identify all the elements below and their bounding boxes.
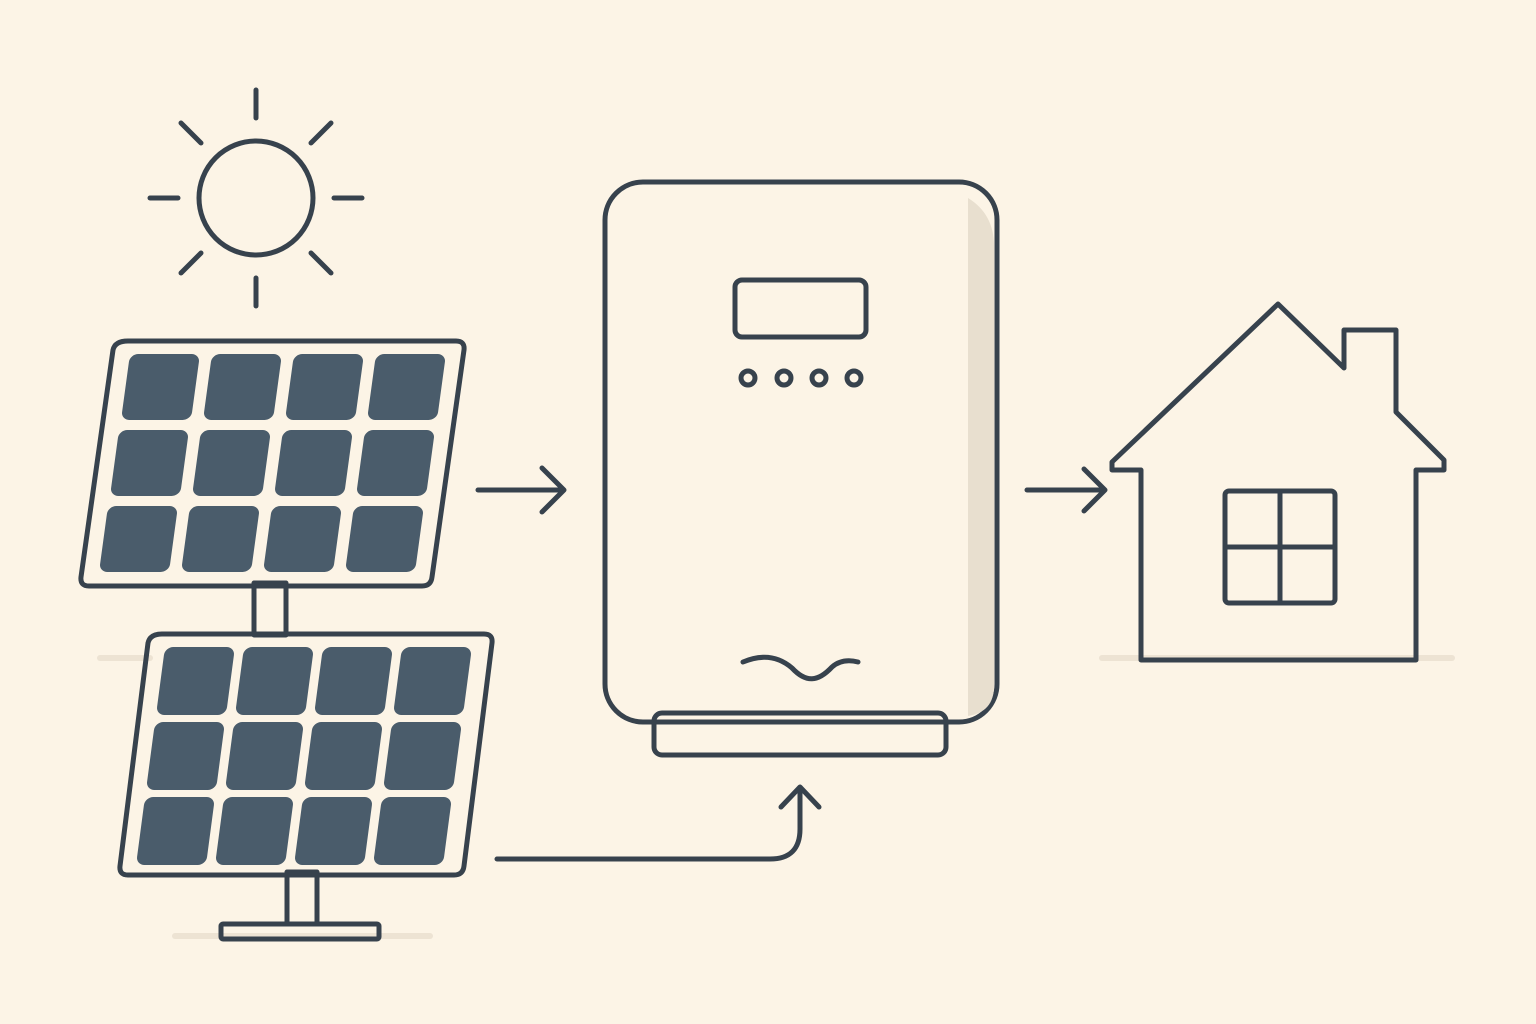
arrow-panel-to-inverter bbox=[475, 465, 567, 515]
inverter-indicator-lights bbox=[738, 368, 864, 388]
sun-rays bbox=[147, 87, 365, 309]
panel-frame-bottom bbox=[117, 631, 495, 878]
inverter-base bbox=[651, 710, 949, 758]
panel-frame-top bbox=[78, 338, 467, 589]
sine-wave-icon bbox=[740, 654, 861, 682]
arrow-inverter-to-house bbox=[1024, 466, 1108, 514]
house-icon bbox=[1109, 301, 1447, 663]
inverter-display bbox=[732, 277, 869, 340]
arrow-bottom-panel-to-inverter bbox=[494, 784, 822, 862]
panel-base-bottom bbox=[218, 921, 382, 942]
inverter-icon bbox=[602, 179, 1000, 758]
panel-post-top bbox=[251, 580, 289, 638]
sun-disc bbox=[196, 138, 316, 258]
panel-cells-top bbox=[100, 354, 445, 572]
sun-icon bbox=[147, 87, 365, 309]
panel-cells-bottom bbox=[137, 647, 471, 865]
solar-panel-top bbox=[78, 338, 467, 638]
window-icon bbox=[1222, 488, 1338, 606]
solar-panel-bottom bbox=[117, 631, 495, 942]
panel-post-bottom bbox=[284, 869, 320, 927]
house-outline bbox=[1109, 301, 1447, 663]
inverter-body bbox=[602, 179, 1000, 725]
inverter-side-shade bbox=[968, 198, 994, 716]
